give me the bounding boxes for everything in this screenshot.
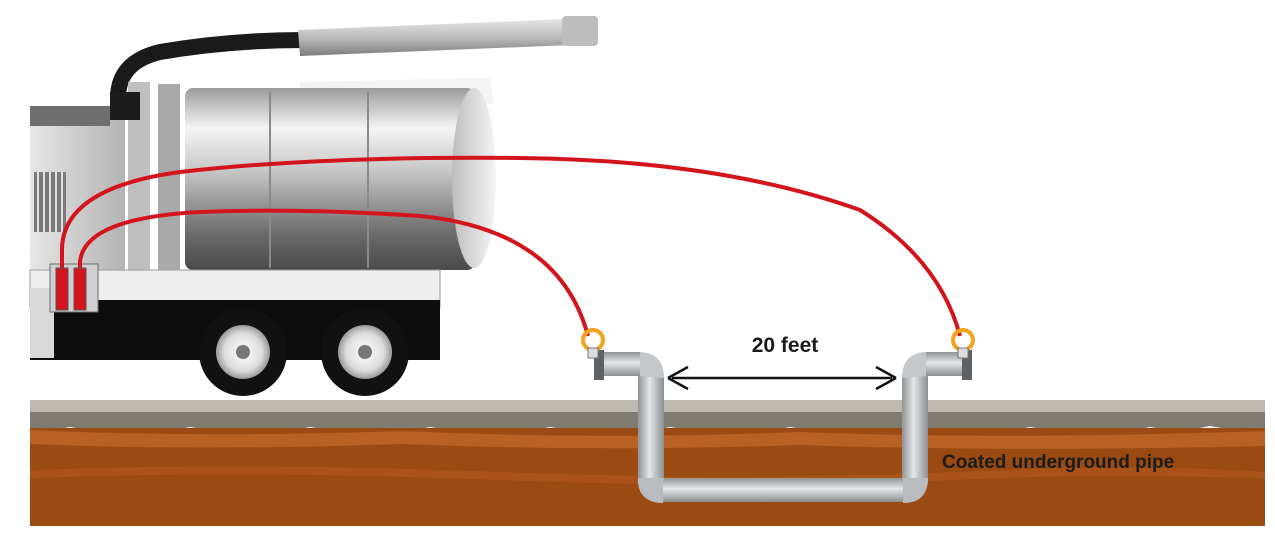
lead-plug-right [55, 267, 69, 311]
truck-wheel-rear [321, 308, 409, 396]
underground-pipe [594, 350, 972, 503]
truck-boom-arm [298, 18, 596, 56]
vacuum-truck-icon [29, 16, 598, 396]
truck-cab-top [30, 106, 110, 126]
truck-pipe-black-cap [110, 92, 140, 120]
truck-boom-hose [110, 32, 313, 106]
test-lead-right [60, 155, 962, 337]
truck-tank [185, 88, 475, 270]
pipe-left-flange [594, 350, 604, 380]
truck-grille [34, 172, 66, 232]
test-lead-left [78, 208, 590, 337]
truck-tank-end [452, 88, 496, 268]
distance-label: 20 feet [751, 334, 819, 357]
truck-vertical-pipe-a [128, 82, 150, 272]
pipe-bottom-run [660, 478, 906, 502]
double-arrow-icon [667, 365, 897, 391]
truck-wheel-front [199, 308, 287, 396]
pipe-left-bottom-elbow-outer [638, 478, 663, 503]
lead-plug-left [73, 267, 87, 311]
alligator-clip-icon [581, 328, 605, 359]
soil-band-lower [30, 466, 1265, 485]
pipe-left-riser [638, 375, 664, 483]
alligator-clip-icon [951, 328, 975, 359]
pipe-left-stub [600, 352, 640, 376]
test-leads [55, 155, 962, 337]
pipe-right-riser [902, 375, 928, 483]
truck-vertical-pipe-b [158, 84, 180, 272]
pipe-right-flange [962, 350, 972, 380]
truck-boom-tip [562, 16, 598, 46]
pipe-right-bottom-elbow-outer [903, 478, 928, 503]
pipe-label: Coated underground pipe [942, 452, 1175, 473]
